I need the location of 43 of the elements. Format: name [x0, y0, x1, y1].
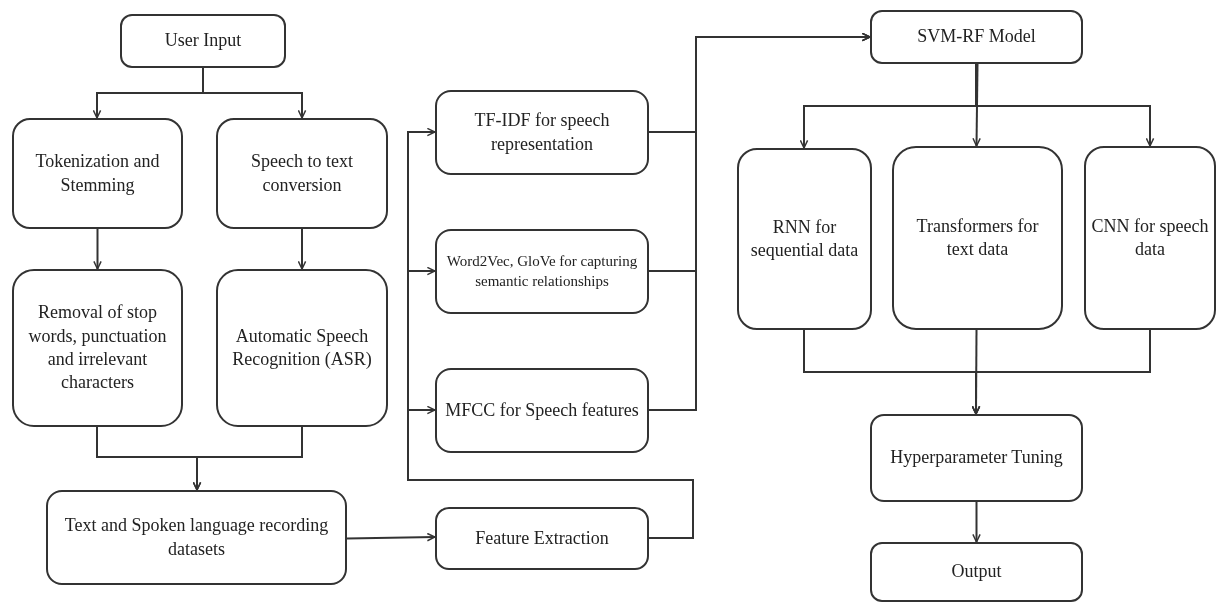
arrow: [972, 501, 981, 543]
process-box: [870, 10, 1083, 64]
arrow: [407, 405, 694, 539]
box-label: SVM-RF Model: [917, 25, 1036, 49]
process-box: [435, 229, 649, 314]
arrow: [93, 228, 102, 270]
box-label: Output: [951, 560, 1002, 584]
process-box: [435, 507, 649, 570]
box-label: Feature Extraction: [475, 526, 609, 550]
process-box: [12, 269, 183, 427]
arrow: [297, 228, 307, 270]
arrow: [971, 329, 1151, 415]
box-label: Automatic Speech Recognition (ASR): [231, 324, 373, 371]
box-label: TF-IDF for speech representation: [473, 109, 611, 156]
process-box: [737, 148, 872, 330]
process-box: [892, 146, 1063, 330]
process-box: [1084, 146, 1216, 330]
box-label: CNN for speech data: [1090, 214, 1210, 261]
box-label: Hyperparameter Tuning: [890, 446, 1063, 470]
process-box: [120, 14, 286, 68]
process-box: [870, 414, 1083, 502]
process-box: [216, 269, 388, 427]
box-label: MFCC for Speech features: [445, 398, 639, 422]
arrow: [975, 63, 1155, 147]
box-label: Speech to text conversion: [250, 150, 354, 197]
arrow: [202, 67, 307, 119]
box-label: RNN for sequential data: [749, 215, 860, 262]
process-box: [870, 542, 1083, 602]
box-label: Removal of stop words, punctuation and irrelevant characters: [27, 301, 168, 395]
box-label: Transformers for text data: [915, 214, 1040, 261]
box-label: Word2Vec, GloVe for capturing semantic relationships: [445, 252, 639, 291]
box-label: Tokenization and Stemming: [34, 150, 161, 197]
box-label: Text and Spoken language recording datasets: [63, 514, 330, 561]
arrow: [648, 32, 871, 411]
process-box: [435, 368, 649, 453]
arrow: [346, 532, 436, 542]
arrow: [972, 63, 981, 147]
process-box: [435, 90, 649, 175]
process-box: [12, 118, 183, 229]
box-label: User Input: [164, 29, 242, 53]
process-box: [46, 490, 347, 585]
arrow: [192, 426, 303, 491]
process-box: [216, 118, 388, 229]
